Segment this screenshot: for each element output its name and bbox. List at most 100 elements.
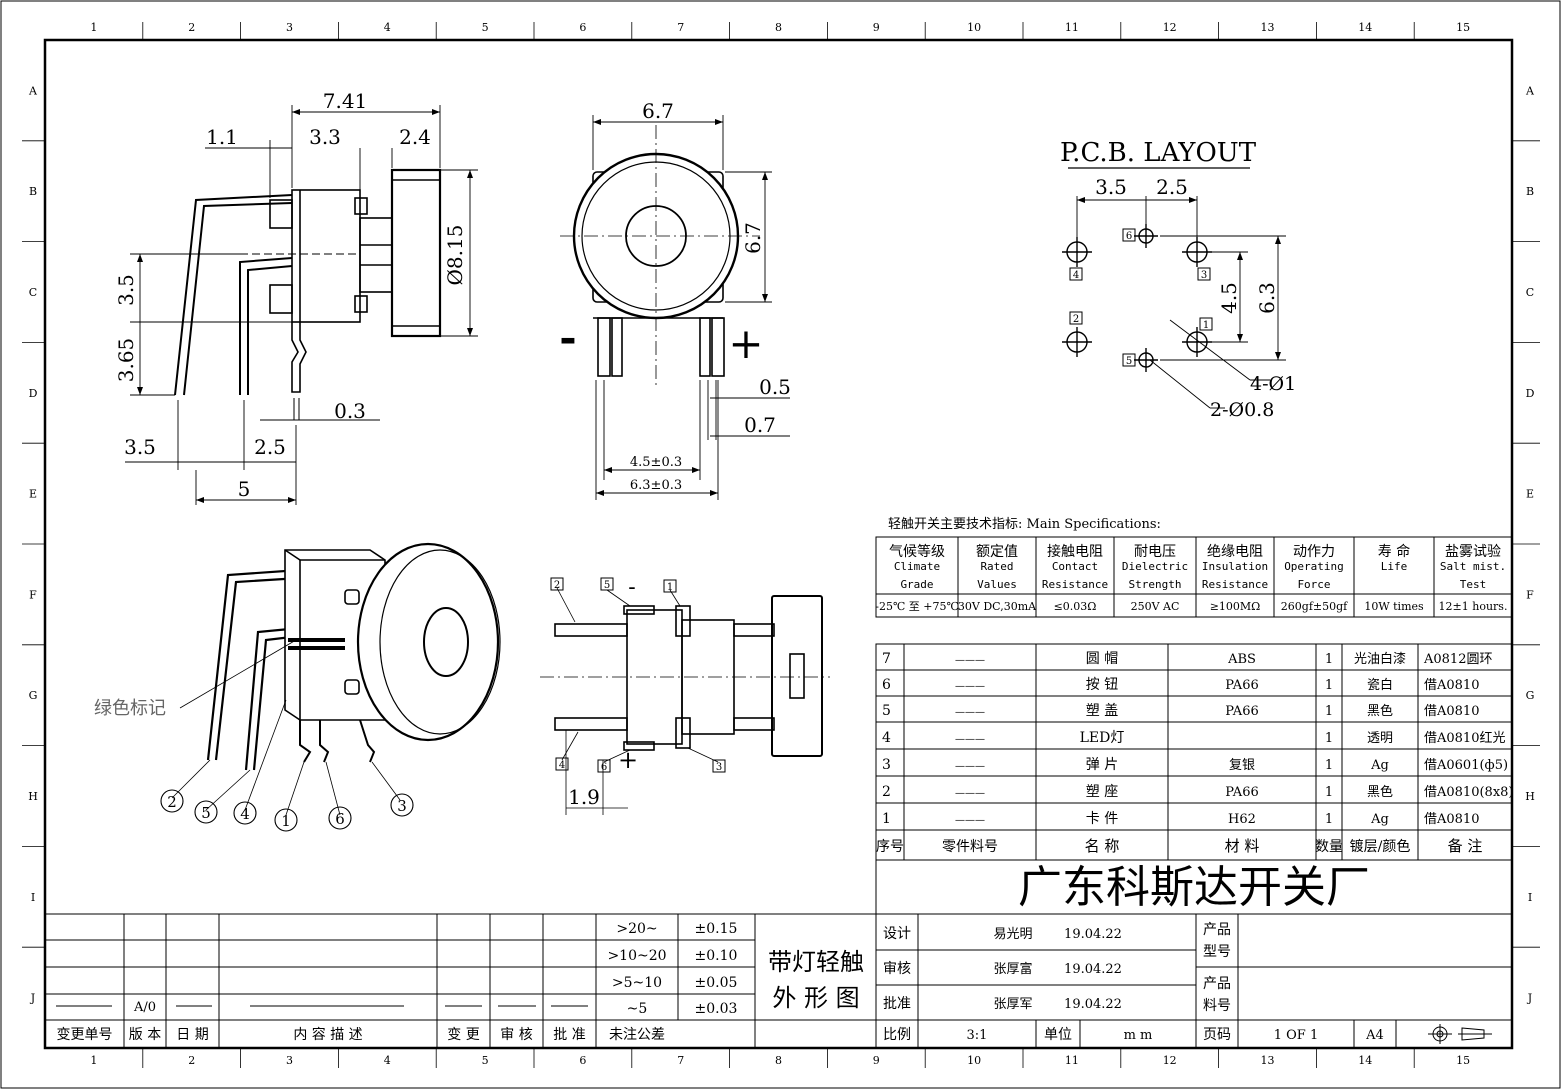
zone-column-label: 13 <box>1261 21 1275 34</box>
zone-column-label: 12 <box>1163 1054 1177 1067</box>
tolerance-value: ±0.15 <box>695 921 738 937</box>
title-block <box>44 913 1513 1049</box>
zone-column-label: 6 <box>579 1054 586 1067</box>
bom-name: 圆 帽 <box>1086 651 1118 667</box>
front-plus: + <box>728 319 763 368</box>
top-minus: - <box>628 575 635 600</box>
spec-value: -25℃ 至 +75℃ <box>875 600 959 613</box>
iso-callout: 5 <box>201 804 211 822</box>
zone-column-label: 13 <box>1261 1054 1275 1067</box>
spec-value: 10W times <box>1364 600 1424 613</box>
spec-header-en: Insulation <box>1202 560 1268 573</box>
zone-column-label: 5 <box>482 1054 489 1067</box>
bom-no: 3 <box>882 757 891 773</box>
approve-label: 批准 <box>883 996 911 1012</box>
tolerance-value: ±0.03 <box>695 1001 738 1017</box>
revision-header: 内 容 描 述 <box>293 1026 362 1043</box>
zone-column-label: 7 <box>677 1054 684 1067</box>
zone-row-label: C <box>29 286 37 299</box>
bom-name: 卡 件 <box>1086 811 1118 827</box>
spec-header-en: Rated <box>980 560 1013 573</box>
zone-row-label: C <box>1526 286 1534 299</box>
front-minus: - <box>559 313 576 362</box>
check-label: 审核 <box>883 961 911 977</box>
spec-header-cn: 绝缘电阻 <box>1207 544 1263 560</box>
spec-header-cn: 寿 命 <box>1378 543 1410 560</box>
bom-part: ——— <box>955 734 985 745</box>
bom-remark: 借A0601(ф5) <box>1424 758 1508 773</box>
bom-header: 序号 <box>876 839 904 855</box>
drawing-title-line: 带灯轻触 <box>768 948 864 976</box>
zone-column-label: 11 <box>1065 1054 1079 1067</box>
bom-material: PA66 <box>1225 785 1258 800</box>
dim-front-05: 0.5 <box>759 375 791 399</box>
bom-header: 镀层/颜色 <box>1350 838 1411 855</box>
revision-header: 审 核 <box>500 1027 532 1043</box>
spec-header-en: Dielectric <box>1122 560 1188 573</box>
product-model-label: 型号 <box>1203 944 1231 960</box>
spec-header-en: Force <box>1297 578 1330 591</box>
bom-remark: 借A0810红光 <box>1424 730 1505 746</box>
bom-finish: Ag <box>1370 812 1389 827</box>
revision-headers: 变更单号版 本日 期内 容 描 述变 更审 核批 准 <box>57 1026 586 1043</box>
product-material-label: 产品 <box>1203 976 1231 992</box>
zone-column-label: 8 <box>775 1054 782 1067</box>
bom-part: ——— <box>955 761 985 772</box>
spec-header-en: Contact <box>1052 560 1098 573</box>
zone-row-label: I <box>1528 891 1532 904</box>
dim-side-v1: 3.5 <box>114 274 138 306</box>
pcb-title: P.C.B. LAYOUT <box>1060 138 1257 168</box>
tolerance-range: >10~20 <box>607 948 666 964</box>
spec-header-en: Life <box>1381 560 1408 573</box>
bom-remark: 借A0810(8x8) <box>1424 785 1514 800</box>
zone-row-label: D <box>1526 387 1535 400</box>
iso-callout-circles <box>160 789 414 832</box>
approve-date: 19.04.22 <box>1064 997 1122 1012</box>
pcb-dim-45: 4.5 <box>1217 282 1241 314</box>
specs-table <box>875 536 1513 618</box>
revision-header: 变更单号 <box>57 1027 113 1043</box>
zone-column-label: 9 <box>873 1054 880 1067</box>
dim-front-07: 0.7 <box>744 413 776 437</box>
page-value: 1 OF 1 <box>1274 1028 1318 1043</box>
top-view <box>540 577 830 815</box>
spec-header-cn: 动作力 <box>1293 544 1335 560</box>
bom-remark: 借A0810 <box>1424 812 1479 827</box>
bom-remark: 借A0810 <box>1424 704 1479 719</box>
top-pin-label: 4 <box>559 760 565 771</box>
top-pin-label: 6 <box>601 762 607 773</box>
zone-row-label: A <box>1525 84 1535 97</box>
bom-no: 1 <box>882 811 891 827</box>
zone-column-label: 7 <box>677 21 684 34</box>
iso-callout: 3 <box>397 797 407 815</box>
bom-qty: 1 <box>1325 678 1333 693</box>
pcb-layout <box>1062 167 1286 409</box>
pcb-hole-2: 2-Ø0.8 <box>1210 399 1274 421</box>
design-label: 设计 <box>883 926 911 942</box>
pcb-pin-label: 2 <box>1073 314 1079 325</box>
zone-column-label: 9 <box>873 21 880 34</box>
specs-title: 轻触开关主要技术指标: Main Specifications: <box>888 517 1161 532</box>
check-name: 张厚富 <box>993 961 1032 977</box>
revision-version: A/0 <box>133 1000 156 1015</box>
zone-column-label: 10 <box>967 21 981 34</box>
spec-value: 30V DC,30mA <box>958 600 1037 613</box>
dim-side-b: 3.3 <box>309 125 341 149</box>
top-plus: + <box>618 746 638 774</box>
dim-side-a: 1.1 <box>206 125 238 149</box>
tolerance-value: ±0.05 <box>695 975 738 991</box>
bom-material: 复银 <box>1229 758 1255 773</box>
bom-name: 塑 盖 <box>1086 703 1118 719</box>
pcb-dim-25: 2.5 <box>1156 175 1188 199</box>
spec-header-en: Test <box>1460 578 1487 591</box>
spec-value: 250V AC <box>1131 600 1180 613</box>
bom-header: 备 注 <box>1448 837 1483 855</box>
spec-value: 12±1 hours. <box>1439 600 1508 613</box>
bom-no: 2 <box>882 784 891 800</box>
spec-value: ≥100MΩ <box>1210 600 1261 613</box>
bom-material: PA66 <box>1225 678 1258 693</box>
bom-header: 名 称 <box>1085 837 1120 855</box>
zone-row-label: I <box>31 891 35 904</box>
spec-header-cn: 盐雾试验 <box>1445 544 1501 560</box>
dim-front-top: 6.7 <box>642 99 674 123</box>
